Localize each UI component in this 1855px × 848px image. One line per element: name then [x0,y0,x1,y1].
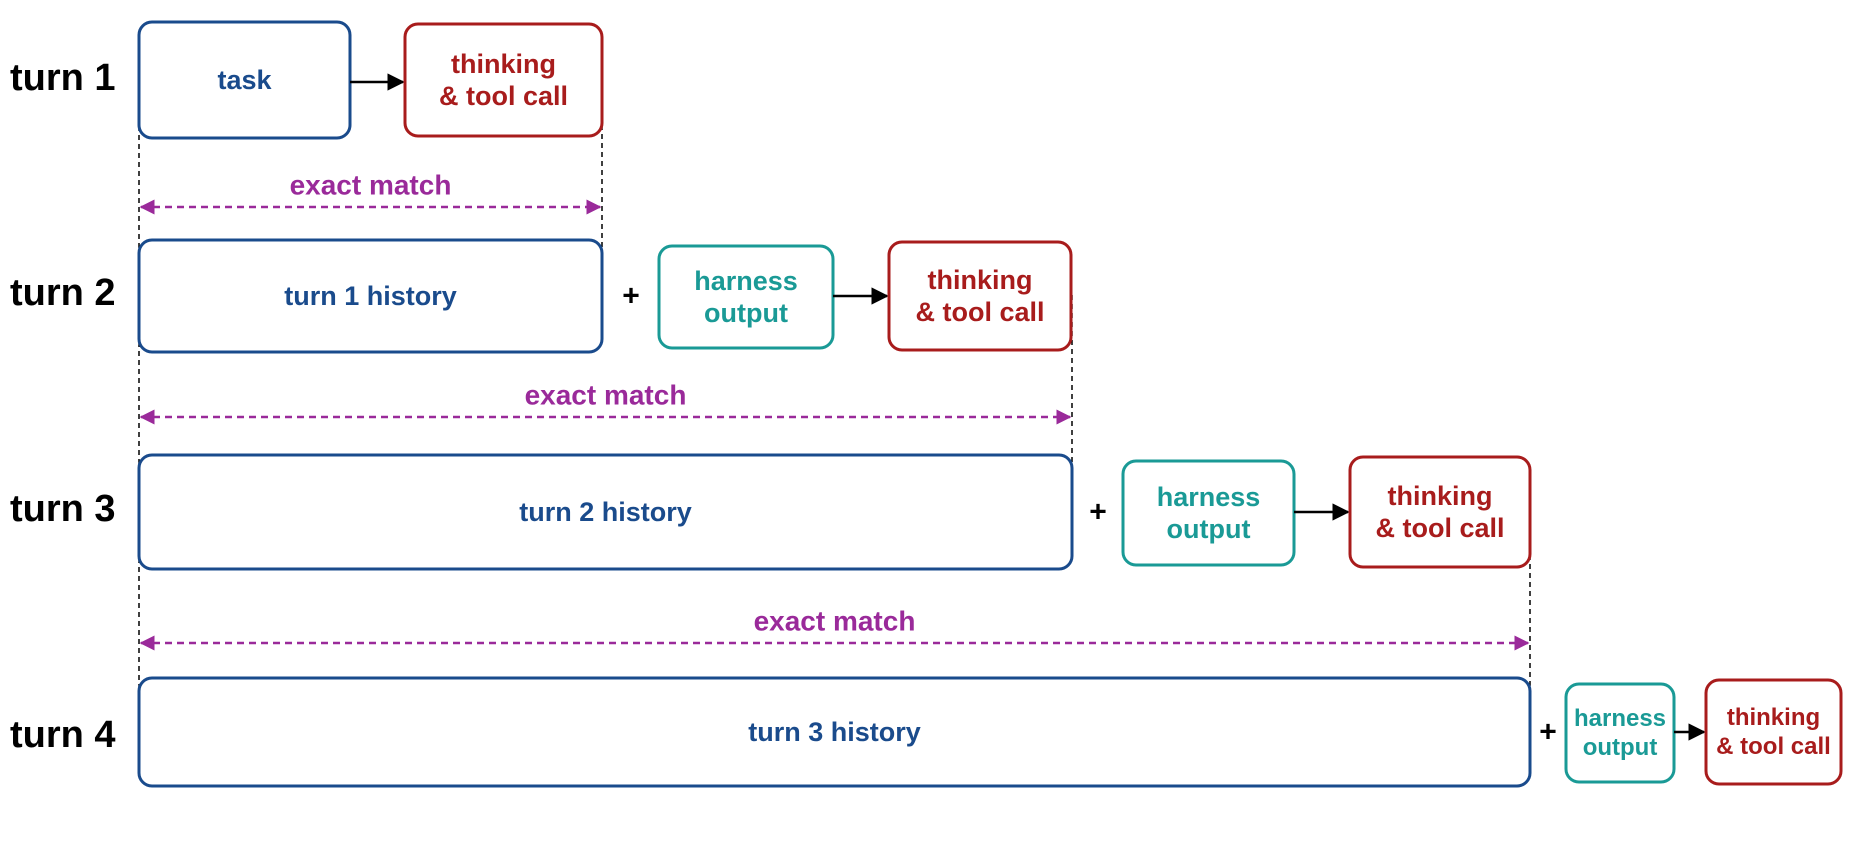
turn-label: turn 3 [10,488,116,530]
turn-label: turn 2 [10,272,116,314]
thinking-tool-call-box-label: & tool call [1375,513,1504,543]
history-box [137,676,1532,788]
thinking-tool-call-box-label: & tool call [915,297,1044,327]
turn-label: turn 4 [10,714,116,756]
task-box [137,20,352,140]
harness-output-box-label: output [1167,514,1251,544]
harness-output-box-label: harness [1157,482,1261,512]
harness-output-box-label: harness [694,266,798,296]
thinking-tool-call-box [1348,455,1532,569]
harness-output-box-label: output [704,298,788,328]
harness-output-box [1564,682,1676,784]
exact-match-label: exact match [754,606,916,637]
thinking-tool-call-box-label: thinking [1388,481,1493,511]
harness-output-box [657,244,835,350]
thinking-tool-call-box [1704,678,1843,786]
plus-sign: + [1089,496,1107,529]
history-box [137,453,1074,571]
history-box-label: turn 1 history [284,281,457,311]
thinking-tool-call-box [887,240,1073,352]
plus-sign: + [622,280,640,313]
harness-output-box [1121,459,1296,567]
thinking-tool-call-box-label: & tool call [439,81,568,111]
history-box-label: turn 2 history [519,497,692,527]
thinking-tool-call-box-label: & tool call [1716,733,1831,760]
task-box-label: task [217,65,272,95]
history-box-label: turn 3 history [748,717,921,747]
plus-sign: + [1539,716,1557,749]
thinking-tool-call-box-label: thinking [451,49,556,79]
thinking-tool-call-box [403,22,604,138]
thinking-tool-call-box-label: thinking [928,265,1033,295]
harness-output-box-label: harness [1574,705,1666,732]
thinking-tool-call-box-label: thinking [1727,704,1820,731]
exact-match-label: exact match [525,380,687,411]
harness-output-box-label: output [1583,734,1658,761]
turn-label: turn 1 [10,57,116,99]
history-box [137,238,604,354]
exact-match-label: exact match [290,170,452,201]
